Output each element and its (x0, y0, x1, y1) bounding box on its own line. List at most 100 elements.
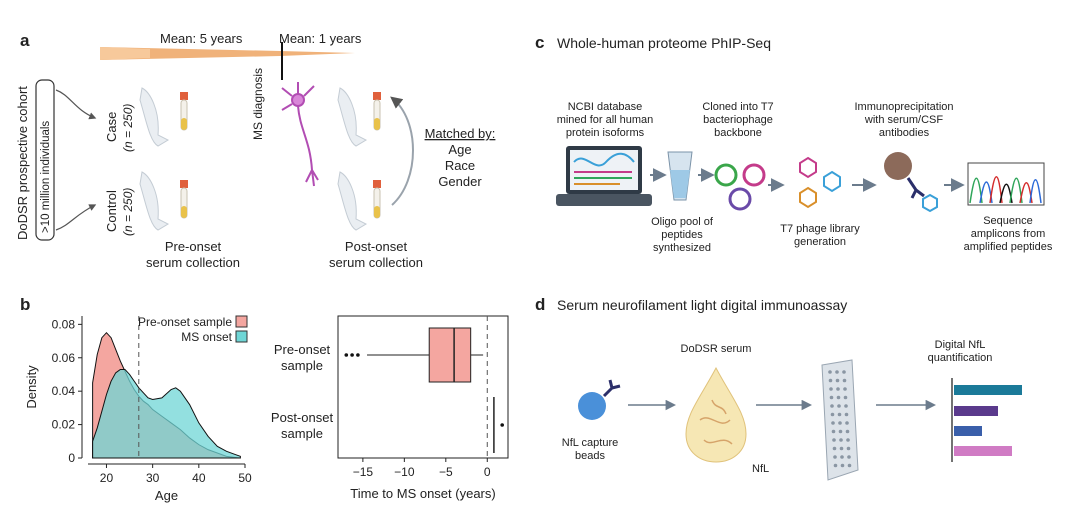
plate-well (839, 438, 843, 442)
plate-well (829, 395, 834, 400)
neuron-icon (281, 82, 319, 187)
control-label: Control (104, 190, 119, 232)
step-sequence-line2: amplicons from (971, 228, 1046, 240)
panel-c: c Whole-human proteome PhIP-Seq NCBI dat… (535, 33, 1053, 254)
y-tick-label: 0 (68, 451, 75, 465)
arm-icon-case-post (337, 87, 368, 147)
matched-item-age: Age (448, 142, 471, 157)
serum-drop-icon (685, 366, 747, 463)
phage-icons (799, 156, 841, 209)
box-ylabel-post-line2: sample (281, 426, 323, 441)
panel-c-title: Whole-human proteome PhIP-Seq (557, 35, 771, 51)
tube-icon-control-pre (180, 180, 188, 219)
step-oligo-line2: peptides (661, 229, 703, 241)
mean-post-label: Mean: 1 years (279, 31, 362, 46)
plate-well (842, 378, 847, 383)
cohort-arrow-control (55, 204, 97, 231)
quant-bar (954, 426, 982, 436)
pre-collection-line2: serum collection (146, 255, 240, 270)
panel-b-letter: b (20, 295, 30, 314)
quant-line2: quantification (928, 352, 993, 364)
plot-frame (337, 315, 509, 459)
plate-well (835, 378, 840, 383)
box-ylabel-pre-line1: Pre-onset (274, 342, 331, 357)
legend-swatch (235, 315, 248, 328)
y-axis-label: Density (24, 365, 39, 409)
tube-icon-control-post (373, 180, 381, 219)
plate-well (844, 404, 848, 408)
plate-well (840, 455, 844, 459)
plate-well (847, 463, 852, 468)
beads-line2: beads (575, 450, 605, 462)
cohort-arrow-case (55, 89, 97, 120)
control-n: (n = 250) (121, 188, 135, 236)
y-tick-label: 0.04 (52, 384, 76, 398)
step-ncbi-line1: NCBI database (568, 101, 643, 113)
cohort-box (35, 79, 55, 241)
outlier-point (344, 353, 349, 357)
plate-well (837, 404, 841, 408)
plate-well (836, 387, 840, 391)
plate-well (837, 412, 842, 417)
plate-well (831, 429, 836, 434)
plate-well (845, 429, 850, 434)
step-ip-line3: antibodies (879, 127, 930, 139)
x-tick-label: 50 (238, 471, 252, 485)
plate-well (843, 387, 847, 391)
plate-well (832, 446, 837, 451)
legend-swatch (235, 330, 248, 343)
mean-pre-label: Mean: 5 years (160, 31, 243, 46)
plate-well (847, 455, 851, 459)
x-tick-label: 0 (484, 465, 491, 479)
quant-bar (954, 406, 998, 416)
plate-well (833, 463, 838, 468)
plate-well (845, 421, 849, 425)
step-ncbi-line3: protein isoforms (566, 127, 645, 139)
outlier-point (356, 353, 360, 357)
matched-by-label: Matched by: (425, 126, 496, 141)
plate-well (846, 446, 851, 451)
quant-bar (954, 385, 1022, 395)
panel-d-title: Serum neurofilament light digital immuno… (557, 297, 847, 313)
step-ip-line1: Immunoprecipitation (854, 101, 953, 113)
case-n: (n = 250) (121, 104, 135, 152)
box-ylabel-post-line1: Post-onset (271, 410, 334, 425)
post-collection-line2: serum collection (329, 255, 423, 270)
panel-a-letter: a (20, 31, 30, 50)
step-cloned-line3: backbone (714, 127, 762, 139)
plate-well (830, 404, 834, 408)
step-sequence-line3: amplified peptides (964, 241, 1053, 253)
step-ncbi-line2: mined for all human (557, 114, 654, 126)
plate-well (846, 438, 850, 442)
plate-well (840, 463, 845, 468)
panel-d: d Serum neurofilament light digital immu… (535, 295, 1022, 481)
step-library-line2: generation (794, 236, 846, 248)
nfl-label: NfL (752, 463, 769, 475)
step-cloned-line2: bacteriophage (703, 114, 773, 126)
tube-icon-oligo (667, 151, 693, 201)
tube-icon-case-post (373, 92, 381, 131)
plasmid-icons (714, 163, 766, 211)
plate-well (830, 412, 835, 417)
capture-bead-icon (578, 379, 621, 420)
bead-antibody-icon (884, 152, 938, 213)
plate-well (836, 395, 841, 400)
panel-d-letter: d (535, 295, 545, 314)
tube-icon-case-pre (180, 92, 188, 131)
y-tick-label: 0.06 (52, 351, 76, 365)
plate-well (844, 412, 849, 417)
legend-label: MS onset (181, 330, 232, 344)
plate-well (831, 421, 835, 425)
matched-item-gender: Gender (438, 174, 482, 189)
panel-c-letter: c (535, 33, 544, 52)
beads-line1: NfL capture (562, 437, 618, 449)
plate-well (828, 378, 833, 383)
quant-line1: Digital NfL (935, 339, 986, 351)
quant-bar (954, 446, 1012, 456)
step-oligo-line3: synthesized (653, 242, 711, 254)
plate-well (842, 370, 846, 374)
timeline-wedge-start (100, 47, 150, 60)
arm-icon-control-pre (139, 171, 170, 231)
